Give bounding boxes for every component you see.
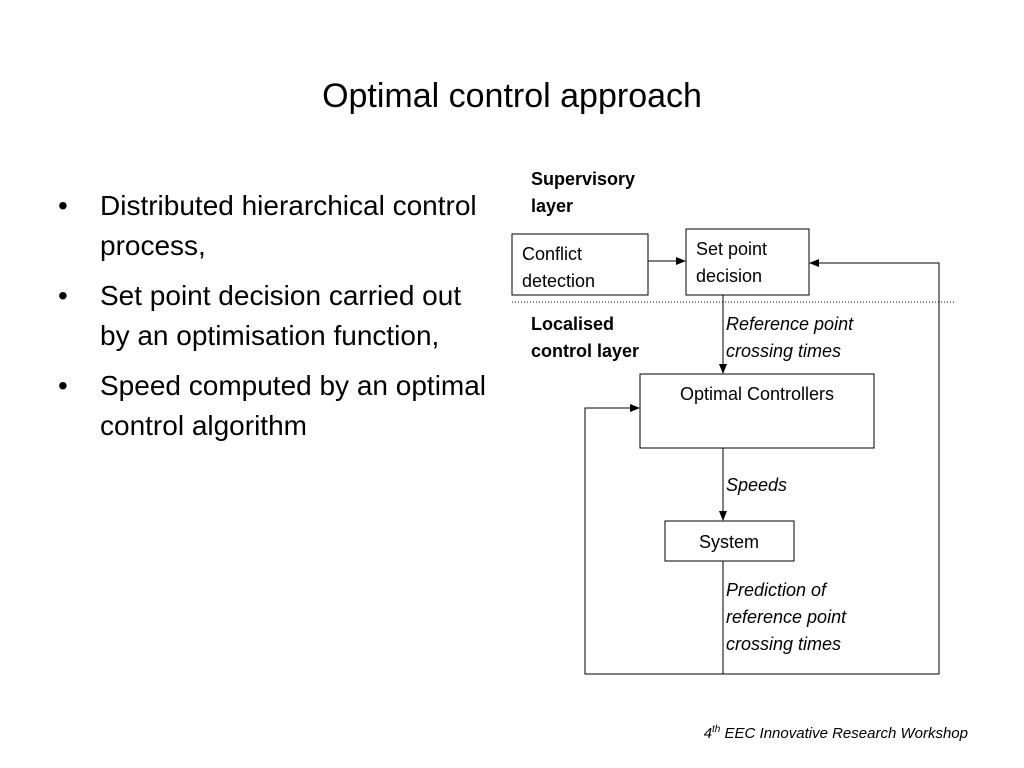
bullet-text: Speed computed by an optimal control alg… bbox=[100, 370, 487, 441]
bullet-list: • Distributed hierarchical control proce… bbox=[58, 186, 498, 456]
localised-layer-label: Localised control layer bbox=[531, 314, 639, 361]
supervisory-layer-label: Supervisory layer bbox=[531, 169, 640, 216]
footer-workshop: 4th EEC Innovative Research Workshop bbox=[704, 720, 968, 744]
bullet-item: • Set point decision carried out by an o… bbox=[58, 276, 498, 356]
set-point-decision-line: decision bbox=[696, 266, 762, 286]
conflict-detection-label: Conflict detection bbox=[522, 244, 595, 291]
bullet-glyph: • bbox=[58, 280, 68, 311]
bullet-item: • Distributed hierarchical control proce… bbox=[58, 186, 498, 266]
bullet-item: • Speed computed by an optimal control a… bbox=[58, 366, 498, 446]
localised-layer-line: control layer bbox=[531, 341, 639, 361]
conflict-detection-box bbox=[511, 233, 649, 296]
speeds-label: Speeds bbox=[726, 475, 787, 495]
supervisory-layer-line: layer bbox=[531, 196, 573, 216]
optimal-controllers-box bbox=[639, 373, 875, 449]
prediction-line: reference point bbox=[726, 607, 847, 627]
feedback-to-setpoint-arrow bbox=[723, 259, 940, 675]
reference-point-label: Reference point crossing times bbox=[726, 314, 858, 361]
conflict-detection-line: Conflict bbox=[522, 244, 582, 264]
bullet-glyph: • bbox=[58, 190, 68, 221]
feedback-to-controllers-arrow bbox=[584, 404, 724, 675]
prediction-line: crossing times bbox=[726, 634, 841, 654]
prediction-line: Prediction of bbox=[726, 580, 828, 600]
set-point-decision-box bbox=[685, 228, 810, 296]
system-box bbox=[664, 520, 795, 562]
bullet-text: Distributed hierarchical control process… bbox=[100, 190, 477, 261]
system-label: System bbox=[699, 532, 759, 552]
set-point-decision-label: Set point decision bbox=[696, 239, 772, 286]
conflict-detection-line: detection bbox=[522, 271, 595, 291]
footer-number: 4 bbox=[703, 725, 713, 742]
bullet-glyph: • bbox=[58, 370, 68, 401]
bullet-text: Set point decision carried out by an opt… bbox=[100, 280, 462, 351]
localised-layer-line: Localised bbox=[531, 314, 614, 334]
set-point-decision-line: Set point bbox=[696, 239, 767, 259]
reference-point-line: crossing times bbox=[726, 341, 841, 361]
footer-superscript: th bbox=[712, 724, 721, 735]
prediction-label: Prediction of reference point crossing t… bbox=[726, 580, 851, 654]
optimal-controllers-label: Optimal Controllers bbox=[680, 384, 834, 404]
reference-point-line: Reference point bbox=[726, 314, 854, 334]
supervisory-layer-line: Supervisory bbox=[531, 169, 635, 189]
page-title: Optimal control approach bbox=[322, 77, 702, 115]
footer-text: EEC Innovative Research Workshop bbox=[720, 725, 968, 742]
